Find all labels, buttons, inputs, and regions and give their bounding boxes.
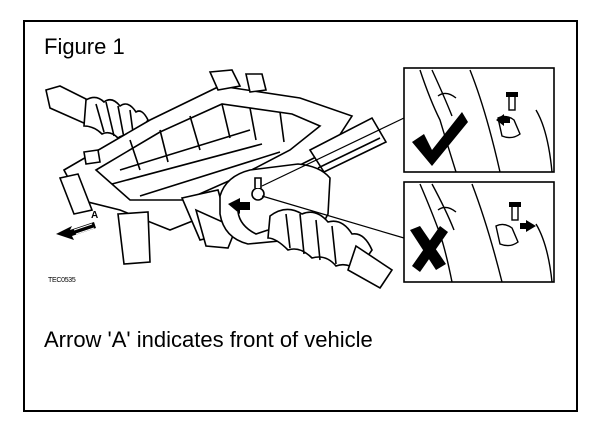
- inset-correct: [403, 67, 555, 173]
- arrow-a-label: A: [91, 210, 99, 221]
- left-driveshaft: [45, 85, 149, 142]
- figure-caption: Arrow 'A' indicates front of vehicle: [44, 327, 373, 352]
- lower-driveshaft-boot: [267, 208, 394, 290]
- image-code: TEC0535: [48, 277, 76, 284]
- leader-lines: [261, 117, 405, 239]
- inset-incorrect: [403, 181, 555, 283]
- cross-icon: [410, 226, 448, 272]
- front-direction-arrow: [56, 222, 96, 240]
- figure-title: Figure 1: [44, 34, 125, 59]
- sensor-pointer-arrow: [228, 198, 250, 214]
- subframe: [58, 69, 354, 265]
- check-icon: [412, 112, 468, 166]
